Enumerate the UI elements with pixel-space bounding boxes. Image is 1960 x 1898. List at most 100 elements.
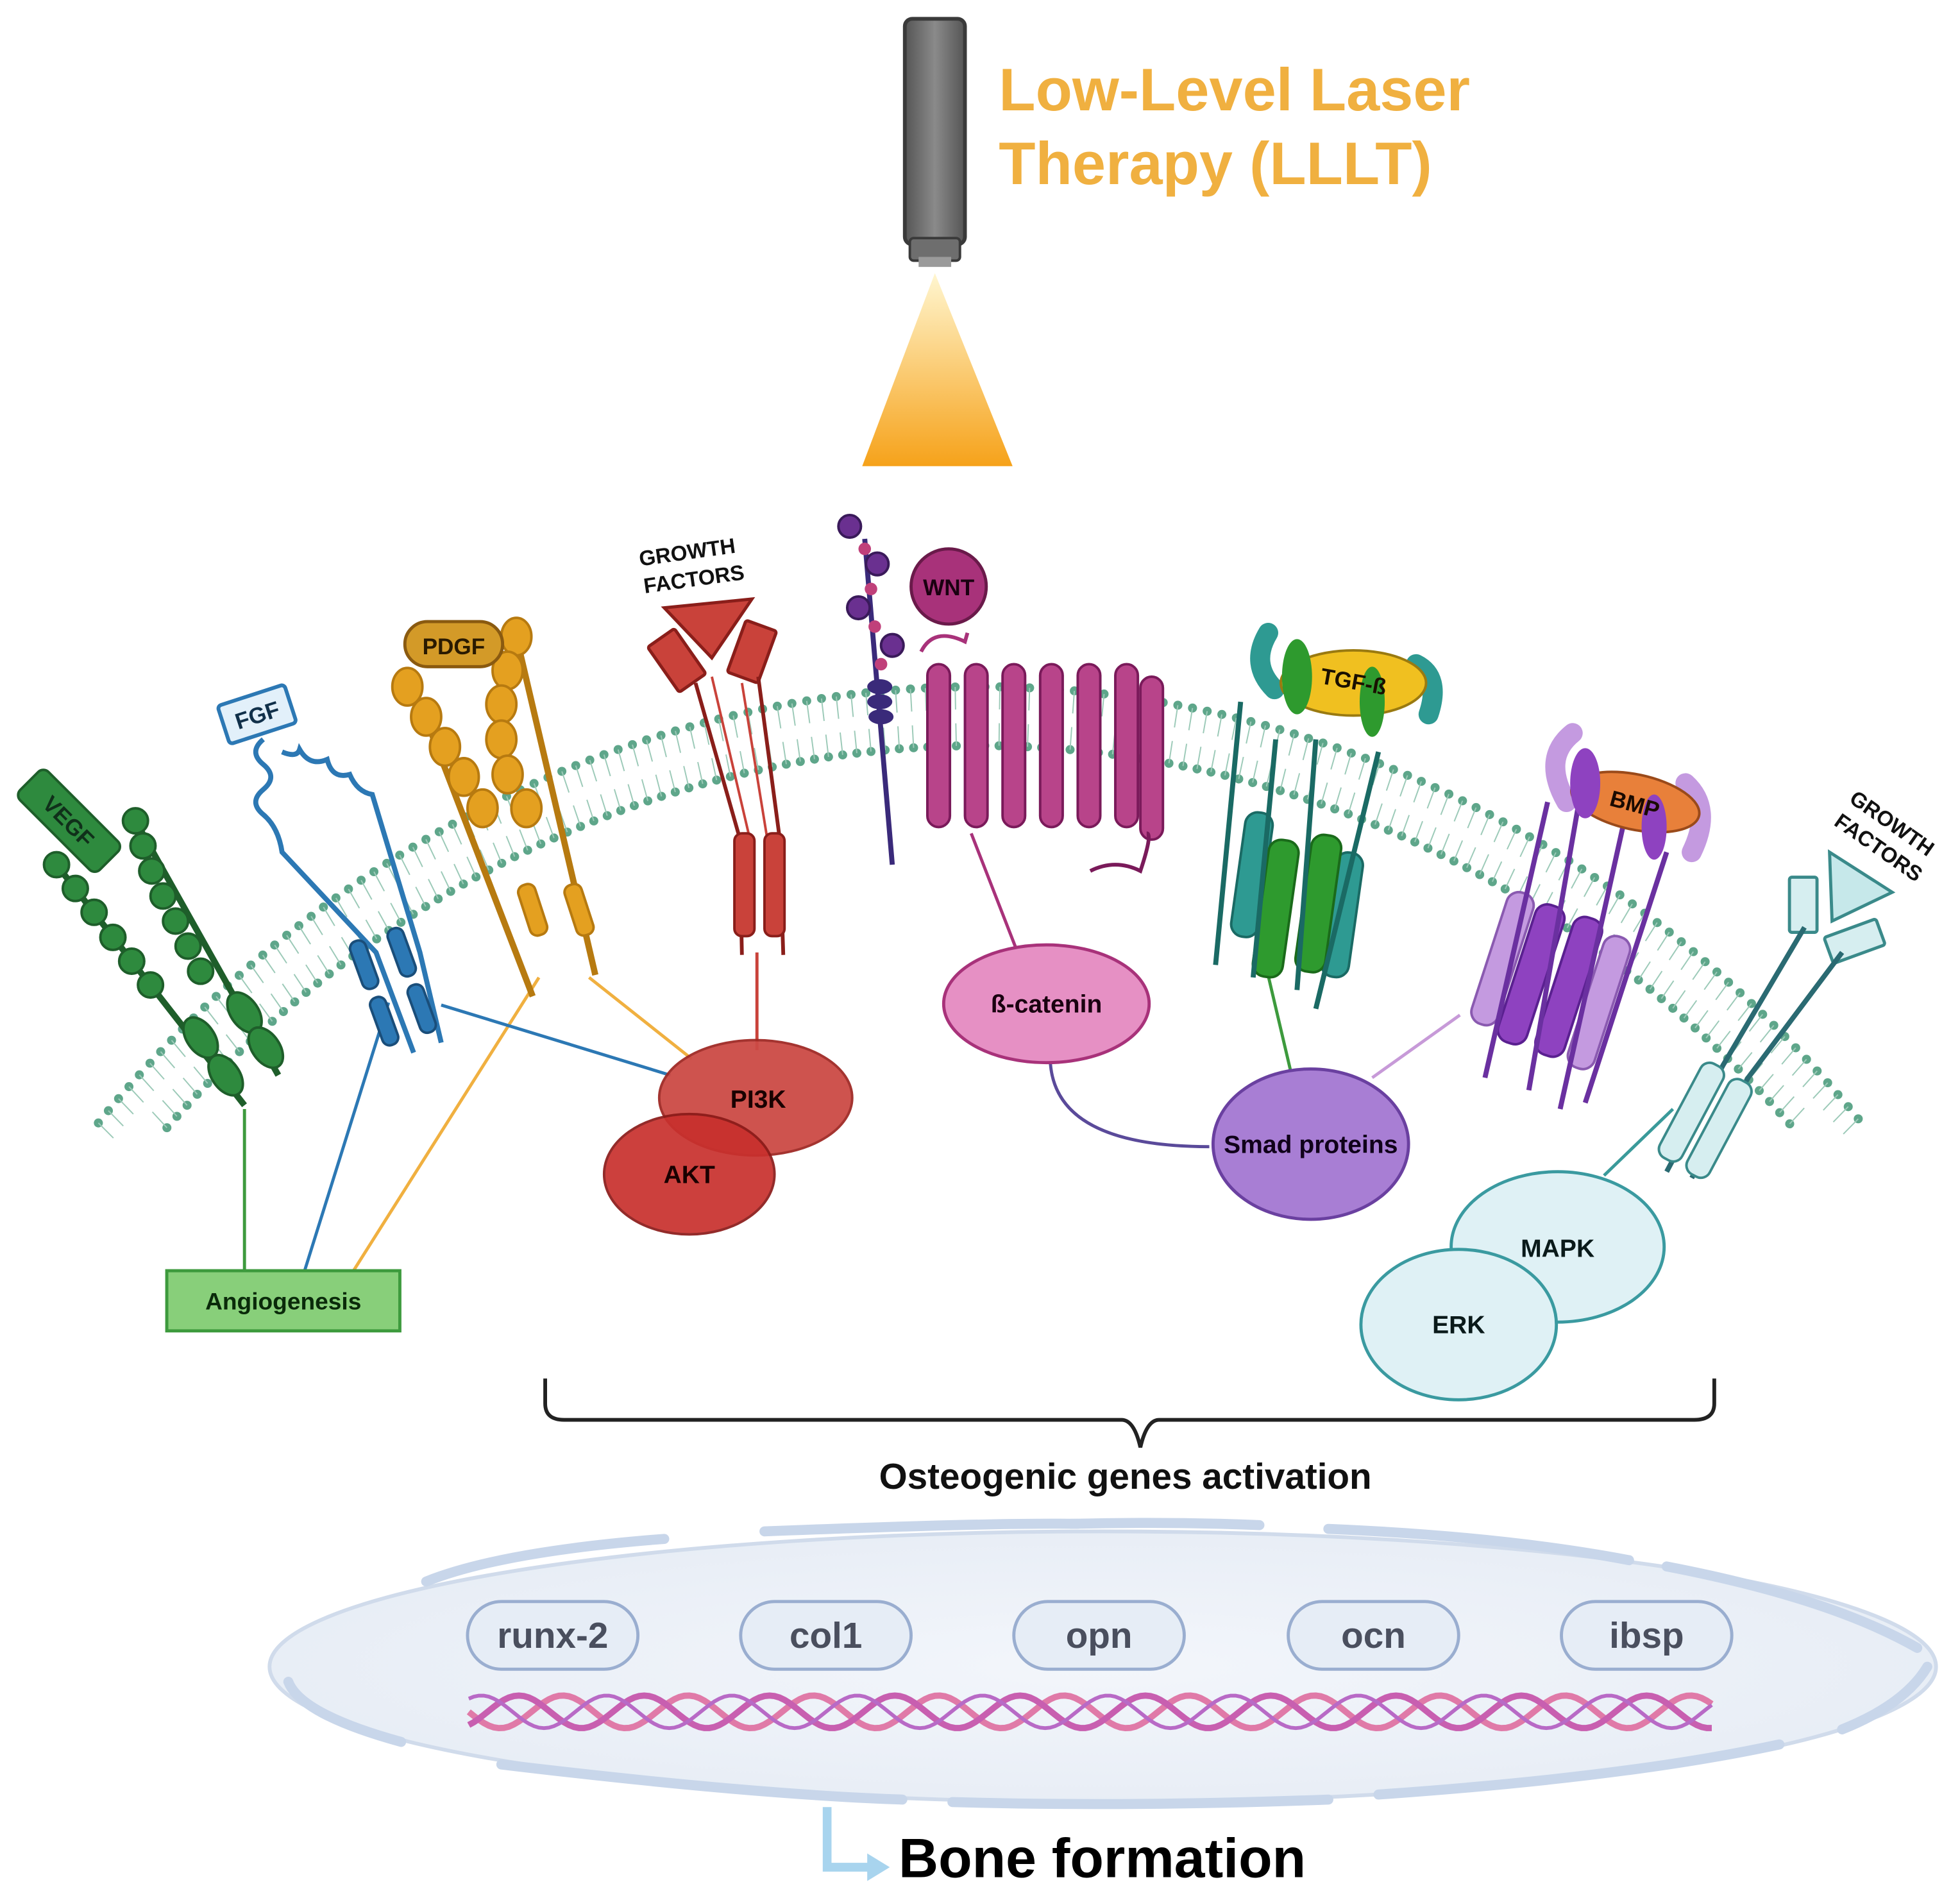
membrane-head (332, 894, 341, 902)
membrane-tail (1454, 840, 1462, 861)
membrane-tail (1789, 1108, 1804, 1124)
membrane-head (616, 806, 625, 815)
membrane-tail (1770, 1085, 1784, 1101)
membrane-tail (294, 974, 307, 992)
membrane-tail (1400, 775, 1408, 797)
angiogenesis-label: Angiogenesis (205, 1288, 361, 1315)
membrane-tail (1507, 829, 1516, 849)
membrane-tail (1027, 724, 1028, 747)
membrane-tail (171, 1040, 185, 1057)
laser-device (905, 19, 965, 267)
membrane-tail (306, 965, 317, 983)
membrane-tail (1441, 834, 1449, 854)
membrane-tail (1401, 815, 1409, 836)
membrane-tail (1520, 836, 1530, 856)
tgf-receptor: TGF-ß (1215, 633, 1433, 1009)
membrane-tail (1661, 981, 1673, 999)
membrane-head (1289, 790, 1298, 799)
bone-formation-label: Bone formation (899, 1828, 1306, 1890)
membrane-head (337, 960, 346, 969)
membrane-head (671, 788, 680, 797)
membrane-tail (1704, 972, 1717, 990)
bone-arrow (827, 1807, 871, 1867)
membrane-head (1423, 843, 1432, 852)
membrane-tail (251, 965, 264, 983)
membrane-tail (428, 879, 438, 899)
membrane-tail (1427, 788, 1435, 808)
membrane-tail (1669, 942, 1682, 960)
membrane-tail (600, 794, 607, 815)
membrane-tail (467, 857, 476, 877)
membrane-tail (1621, 904, 1632, 923)
membrane-head (1475, 870, 1484, 879)
membrane-tail (1695, 1010, 1708, 1028)
membrane-tail (1428, 827, 1436, 848)
membrane-tail (1375, 804, 1382, 825)
membrane-tail (1441, 794, 1449, 815)
membrane-tail (1335, 788, 1341, 809)
membrane-tail (1843, 1119, 1858, 1134)
membrane-tail (282, 984, 294, 1002)
membrane-tail (139, 1075, 153, 1091)
title-line-2: Therapy (LLLT) (999, 130, 1432, 197)
membrane-head (1410, 838, 1419, 847)
gene-label: opn (1066, 1616, 1133, 1656)
membrane-tail (150, 1063, 164, 1080)
membrane-tail (1505, 869, 1515, 889)
bone-arrow-head (867, 1854, 890, 1881)
membrane-tail (413, 847, 423, 867)
membrane-tail (1681, 952, 1693, 970)
membrane-tail (1673, 990, 1685, 1008)
membrane-tail (1717, 1031, 1730, 1049)
membrane-head (279, 1007, 288, 1016)
membrane-tail (1494, 822, 1503, 842)
membrane-tail (604, 755, 611, 776)
membrane-tail (1571, 869, 1582, 888)
smad-label: Smad proteins (1224, 1131, 1398, 1158)
membrane-head (1246, 717, 1255, 726)
membrane-tail (129, 1087, 144, 1102)
membrane-tail (1646, 922, 1657, 941)
membrane-tail (391, 903, 401, 922)
membrane-head (603, 811, 612, 820)
membrane-tail (925, 688, 926, 711)
membrane-head (1344, 809, 1353, 818)
membrane-head (459, 879, 468, 888)
membrane-tail (183, 1078, 198, 1094)
membrane-tail (317, 956, 329, 974)
membrane-head (1384, 826, 1393, 835)
membrane-tail (1761, 1026, 1774, 1042)
akt-label: AKT (664, 1161, 715, 1189)
membrane-tail (441, 872, 451, 892)
membrane-head (550, 833, 559, 842)
membrane-tail (194, 1067, 207, 1083)
title-line-1: Low-Level Laser (999, 56, 1470, 123)
membrane-tail (1716, 982, 1728, 999)
membrane-head (1462, 863, 1471, 872)
membrane-tail (452, 824, 461, 844)
membrane-tail (999, 687, 1000, 709)
wnt-receptor: WNT (838, 515, 1163, 871)
growth-factors-label-left: GROWTH FACTORS (638, 534, 747, 599)
membrane-tail (1389, 809, 1396, 831)
bmp-receptor: BMP (1468, 733, 1705, 1109)
membrane-head (1437, 850, 1446, 859)
membrane-tail (374, 872, 384, 891)
membrane-head (1488, 877, 1497, 886)
pi3k-akt-complex: PI3K AKT (604, 1040, 852, 1235)
membrane-tail (590, 760, 597, 781)
pdgf-receptor: PDGF (393, 618, 596, 996)
membrane-tail (98, 1123, 113, 1138)
membrane-tail (1823, 1095, 1838, 1110)
membrane-tail (439, 832, 448, 852)
membrane-tail (416, 887, 425, 907)
membrane-head (313, 979, 322, 988)
membrane-tail (1492, 861, 1501, 881)
membrane-head (523, 846, 532, 855)
membrane-tail (108, 1111, 123, 1126)
gene-label: ocn (1341, 1616, 1406, 1656)
membrane-tail (1414, 781, 1421, 802)
membrane-head (643, 797, 652, 806)
membrane-tail (1813, 1083, 1828, 1098)
membrane-tail (507, 836, 515, 857)
